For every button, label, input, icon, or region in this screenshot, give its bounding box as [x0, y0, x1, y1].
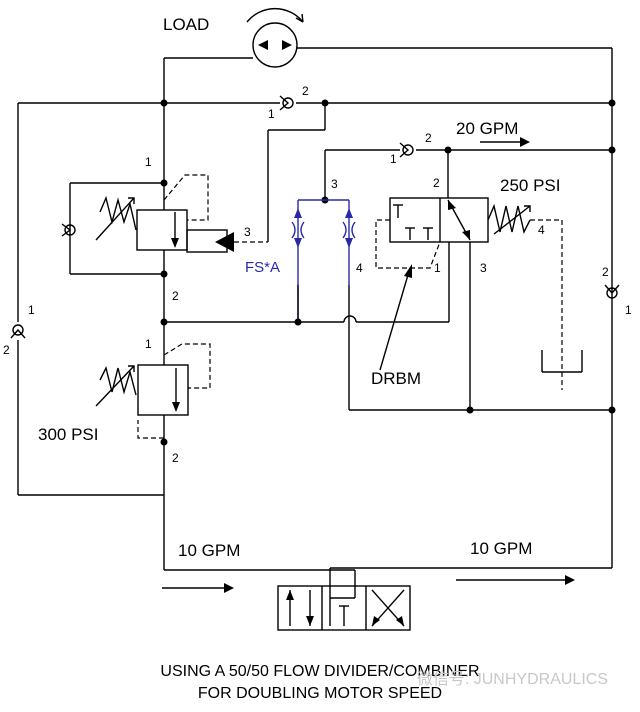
drbm-pressure-label: 250 PSI [500, 176, 561, 195]
svg-text:2: 2 [433, 176, 440, 190]
junction-dots [160, 99, 616, 446]
svg-text:2: 2 [172, 451, 179, 465]
svg-text:2: 2 [602, 265, 609, 279]
svg-text:1: 1 [145, 155, 152, 169]
svg-text:1: 1 [28, 303, 35, 317]
flow-divider-label: FS*A [245, 259, 280, 276]
right-flow-label: 10 GPM [470, 539, 532, 558]
drbm-label: DRBM [371, 369, 421, 388]
svg-text:2: 2 [3, 343, 10, 357]
relief-pressure-label: 300 PSI [38, 425, 99, 444]
bottom-flow-arrows [162, 575, 575, 593]
svg-text:1: 1 [268, 107, 275, 121]
svg-text:3: 3 [331, 177, 338, 191]
caption-line-1: USING A 50/50 FLOW DIVIDER/COMBINER [160, 663, 479, 680]
svg-text:4: 4 [356, 261, 363, 275]
check-valve-right [604, 284, 620, 299]
svg-text:4: 4 [538, 223, 545, 237]
svg-text:3: 3 [480, 261, 487, 275]
svg-text:1: 1 [434, 261, 441, 275]
left-flow-label: 10 GPM [178, 541, 240, 560]
main-lines [17, 48, 613, 598]
check-valve-mid [399, 142, 414, 158]
top-flow-label: 20 GPM [456, 119, 518, 138]
flow-divider [291, 199, 356, 322]
watermark: 微信号: JUNHYDRAULICS [417, 670, 608, 688]
drbm-valve [375, 197, 583, 390]
relief-valve [95, 343, 211, 439]
top-flow-arrow [480, 137, 530, 147]
counterbalance-valve [61, 174, 268, 275]
svg-text:2: 2 [172, 289, 179, 303]
check-valve-top [279, 95, 294, 111]
svg-text:3: 3 [244, 225, 251, 239]
svg-text:1: 1 [625, 303, 632, 317]
svg-text:1: 1 [390, 152, 397, 166]
load-label: LOAD [163, 15, 209, 34]
svg-text:2: 2 [425, 131, 432, 145]
svg-text:2: 2 [302, 84, 309, 98]
caption-line-2: FOR DOUBLING MOTOR SPEED [198, 685, 442, 702]
directional-valve [277, 585, 411, 631]
check-valve-left [10, 324, 26, 339]
load-motor [164, 8, 612, 68]
svg-text:1: 1 [145, 337, 152, 351]
